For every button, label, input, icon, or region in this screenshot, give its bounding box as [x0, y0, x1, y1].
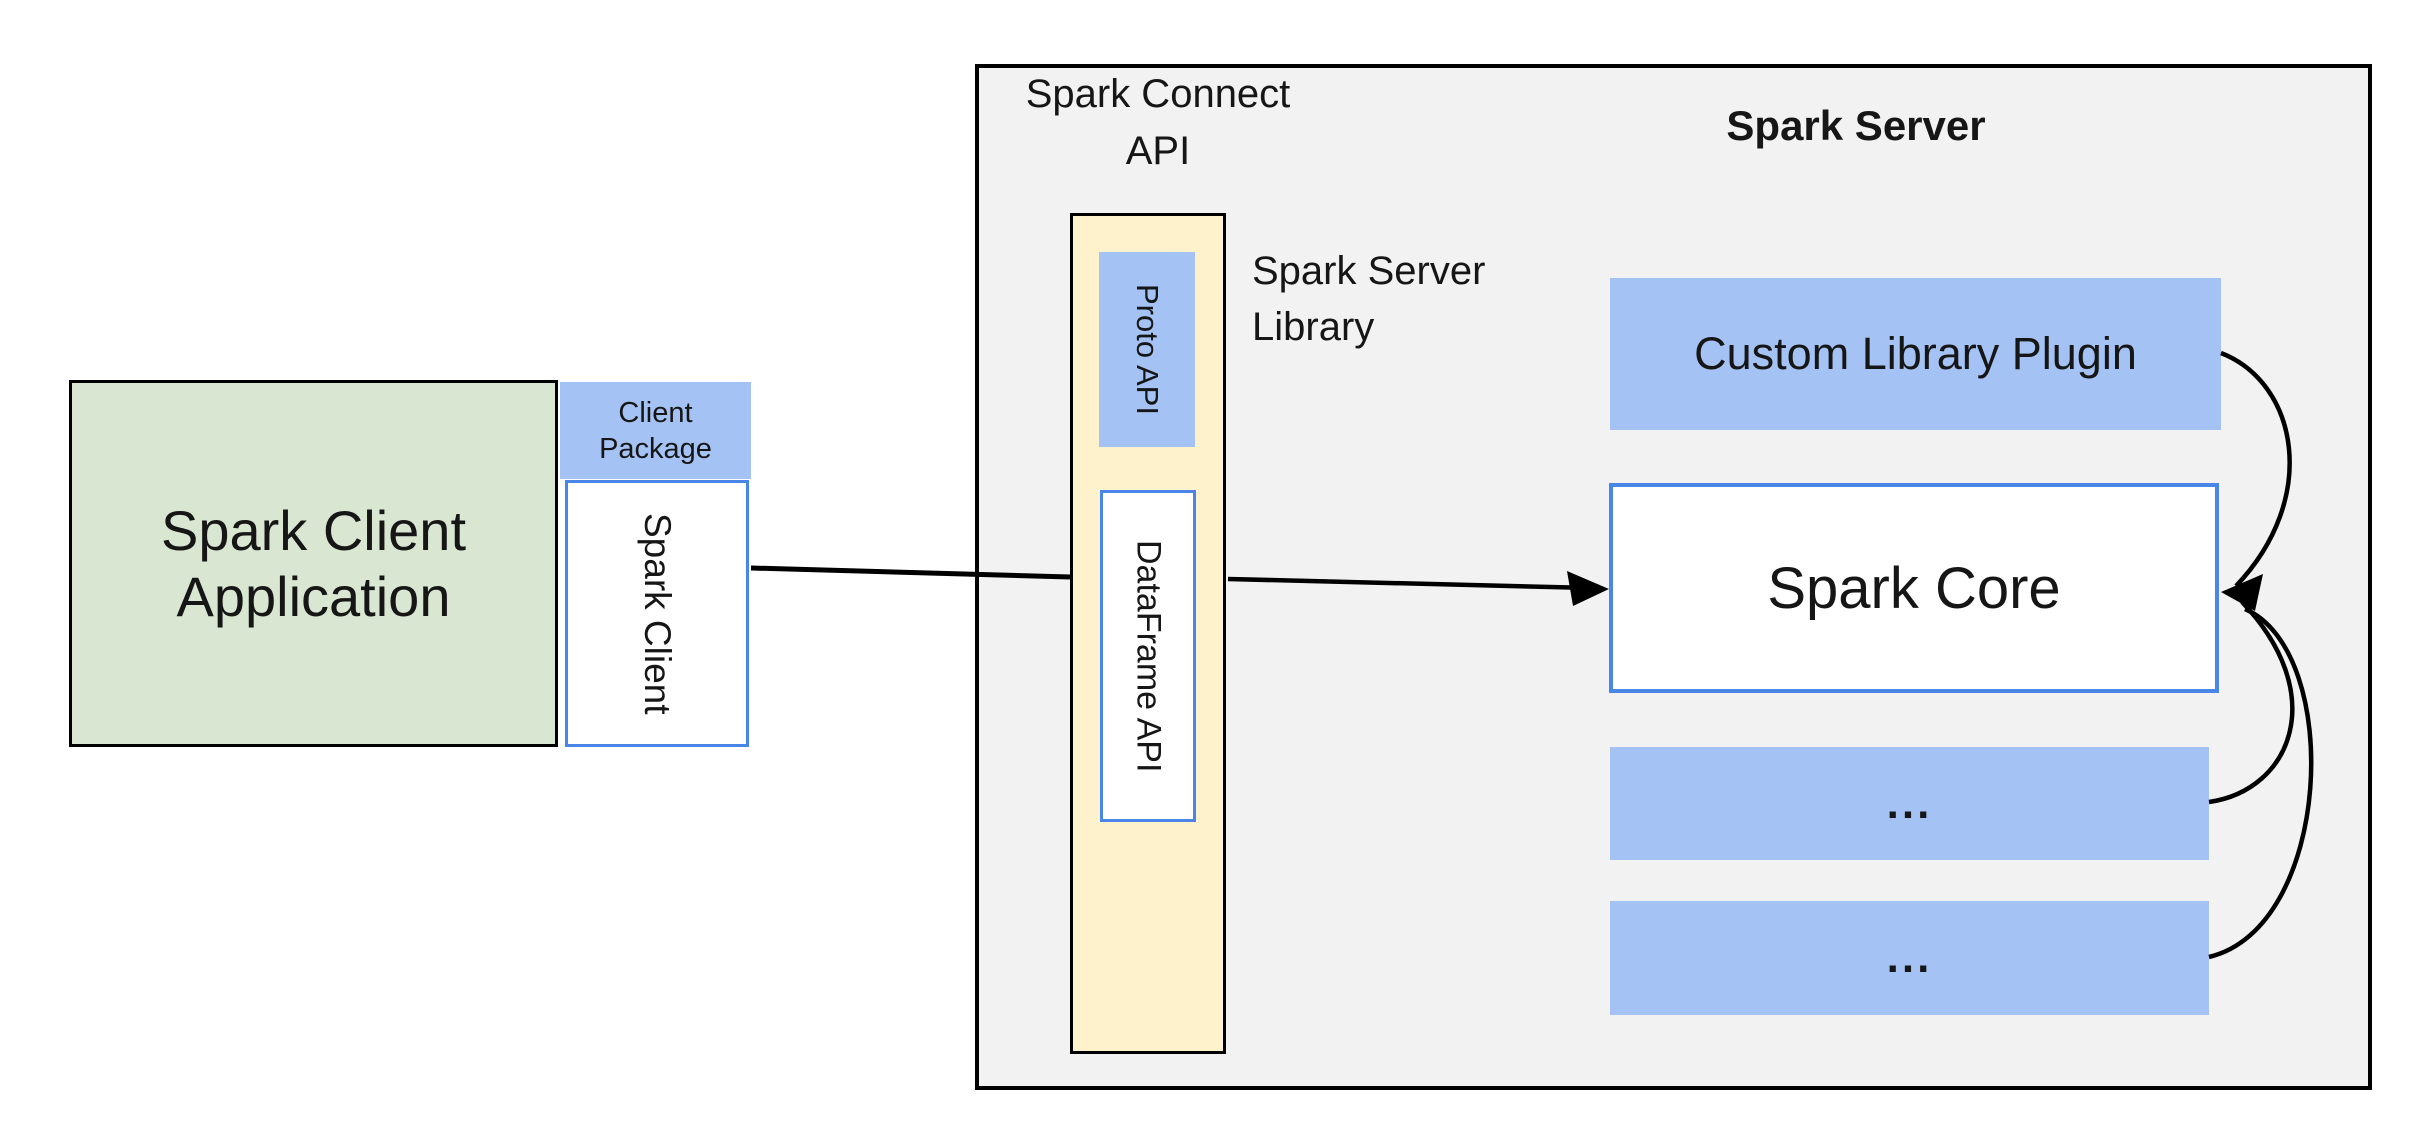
spark-connect-api-title-line2: API	[1125, 129, 1191, 173]
spark-server-library-line2: Library	[1252, 305, 1375, 349]
spark-connect-api-title-line1: Spark Connect	[1025, 72, 1291, 116]
misc-plugin-box-2-label: ...	[1886, 933, 1933, 982]
spark-core-box: Spark Core	[1609, 483, 2219, 693]
client-package-label: Client Package	[599, 395, 712, 467]
misc-plugin-box-2: ...	[1610, 901, 2209, 1015]
spark-client-label: Spark Client	[637, 512, 678, 715]
custom-library-plugin-label: Custom Library Plugin	[1694, 328, 2137, 379]
custom-library-plugin-box: Custom Library Plugin	[1610, 278, 2221, 430]
misc-plugin-box-1: ...	[1610, 747, 2209, 860]
spark-client-application-line2: Application	[176, 564, 451, 628]
client-package-line2: Package	[599, 432, 712, 465]
dataframe-api-box: DataFrame API	[1100, 490, 1196, 822]
spark-core-label: Spark Core	[1767, 555, 2061, 621]
spark-client-application-line1: Spark Client	[160, 498, 467, 562]
proto-api-box: Proto API	[1099, 252, 1195, 447]
client-package-line1: Client	[618, 396, 693, 429]
spark-server-library-label: Spark Server Library	[1252, 243, 1485, 355]
proto-api-label: Proto API	[1130, 284, 1165, 415]
dataframe-api-label: DataFrame API	[1129, 539, 1168, 773]
misc-plugin-box-1-label: ...	[1886, 778, 1933, 828]
spark-client-application-box: Spark Client Application	[69, 380, 558, 747]
spark-client-box: Spark Client	[565, 480, 749, 747]
spark-server-library-line1: Spark Server	[1252, 249, 1486, 293]
spark-client-application-label: Spark Client Application	[161, 498, 466, 630]
client-package-box: Client Package	[560, 382, 751, 479]
spark-server-title: Spark Server	[1726, 102, 1986, 149]
spark-connect-api-title: Spark Connect API	[998, 66, 1318, 180]
